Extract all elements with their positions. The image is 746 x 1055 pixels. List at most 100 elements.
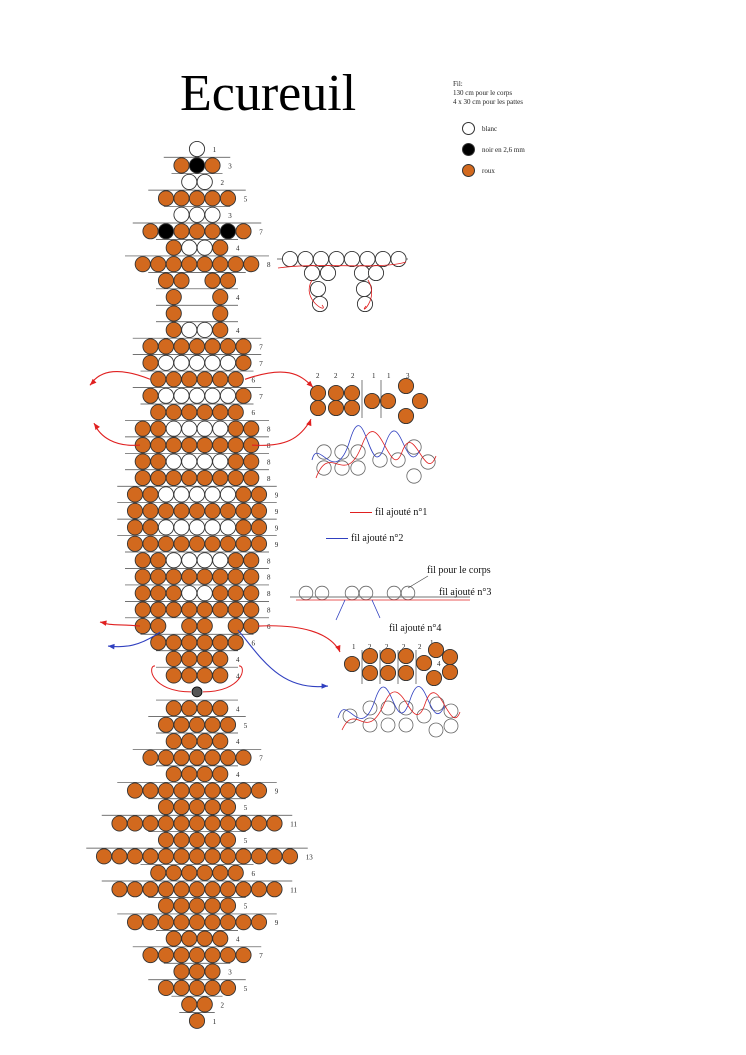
bead bbox=[227, 437, 244, 454]
bead bbox=[142, 519, 159, 536]
bead bbox=[173, 963, 190, 980]
bead bbox=[219, 486, 237, 503]
bead bbox=[227, 404, 244, 421]
row-count: 6 bbox=[252, 870, 256, 878]
blue-wire-trace bbox=[335, 599, 381, 621]
bead bbox=[157, 848, 175, 865]
bead bbox=[142, 354, 159, 371]
bead bbox=[212, 469, 229, 487]
bead bbox=[204, 519, 221, 536]
bead bbox=[173, 272, 190, 289]
row-count: 4 bbox=[236, 656, 240, 664]
detail-count: 2 bbox=[351, 372, 355, 380]
bead bbox=[181, 634, 198, 651]
bead bbox=[219, 881, 237, 898]
detail-bead bbox=[355, 280, 373, 298]
bead bbox=[142, 502, 159, 519]
bead bbox=[181, 568, 198, 585]
detail-line bbox=[407, 575, 429, 589]
bead bbox=[196, 996, 213, 1013]
detail-bead bbox=[343, 250, 361, 268]
bead bbox=[196, 585, 213, 602]
bead bbox=[196, 650, 213, 668]
bead bbox=[196, 700, 213, 717]
red-wire-trace bbox=[308, 279, 373, 310]
bead bbox=[227, 371, 244, 388]
bead bbox=[219, 782, 237, 799]
bead bbox=[173, 486, 190, 503]
bead bbox=[235, 354, 252, 371]
bead bbox=[219, 815, 237, 832]
bead bbox=[165, 453, 182, 470]
detail-bead bbox=[379, 647, 397, 665]
bead bbox=[134, 552, 151, 569]
bead bbox=[219, 190, 237, 207]
bead bbox=[212, 404, 229, 421]
detail-outline-bead bbox=[316, 444, 332, 460]
bead bbox=[150, 864, 167, 881]
bead bbox=[157, 502, 175, 519]
bead bbox=[219, 519, 237, 536]
bead bbox=[235, 535, 252, 552]
detail-bead bbox=[309, 399, 327, 417]
bead bbox=[95, 848, 113, 865]
bead bbox=[188, 914, 206, 931]
wire2-swatch bbox=[326, 538, 348, 540]
detail-outline-bead bbox=[362, 700, 378, 716]
detail-outline-bead bbox=[428, 722, 444, 738]
bead bbox=[165, 700, 182, 717]
detail-outline-bead bbox=[380, 700, 396, 716]
bead bbox=[227, 469, 244, 487]
detail-bead bbox=[353, 264, 371, 282]
bead bbox=[165, 256, 182, 273]
page-title: Ecureuil bbox=[180, 65, 357, 122]
bead bbox=[173, 387, 190, 404]
detail-bead bbox=[309, 384, 327, 402]
bead bbox=[157, 354, 175, 371]
bead bbox=[188, 831, 206, 848]
detail-outline-bead bbox=[350, 444, 366, 460]
row-count: 8 bbox=[267, 590, 271, 598]
bead bbox=[196, 634, 213, 651]
bead bbox=[188, 535, 206, 552]
bead bbox=[188, 749, 206, 766]
bead bbox=[250, 486, 268, 503]
row-count: 6 bbox=[267, 623, 271, 631]
bead bbox=[165, 239, 182, 256]
detail-bead bbox=[303, 264, 321, 282]
blue-wire-arrow bbox=[237, 629, 329, 688]
bead bbox=[188, 963, 206, 980]
detail-bead bbox=[397, 377, 415, 395]
arrowhead bbox=[335, 645, 341, 653]
bead bbox=[204, 914, 221, 931]
bead bbox=[243, 469, 260, 487]
bead bbox=[126, 502, 144, 519]
bead bbox=[219, 354, 237, 371]
bead bbox=[173, 979, 190, 997]
wire2-text: fil ajouté n°2 bbox=[351, 533, 404, 544]
detail-bead bbox=[361, 647, 379, 665]
bead bbox=[219, 535, 237, 552]
bead bbox=[165, 288, 182, 306]
bead bbox=[188, 1012, 206, 1029]
detail-count: 3 bbox=[406, 372, 410, 380]
bead bbox=[181, 420, 198, 437]
bead bbox=[212, 930, 229, 947]
bead bbox=[243, 453, 260, 470]
wire-body-length: 130 cm pour le corps bbox=[453, 89, 513, 97]
bead bbox=[243, 568, 260, 585]
bead bbox=[157, 881, 175, 898]
bead bbox=[212, 288, 229, 306]
bead bbox=[204, 502, 221, 519]
row-count: 7 bbox=[259, 755, 263, 763]
legend-black: noir en 2,6 mm bbox=[462, 143, 525, 156]
detail-bead bbox=[319, 264, 337, 282]
bead bbox=[219, 338, 237, 355]
bead bbox=[126, 848, 144, 865]
bead bbox=[227, 420, 244, 437]
row-count: 7 bbox=[259, 952, 263, 960]
detail-outline-bead bbox=[316, 460, 332, 476]
bead bbox=[204, 535, 221, 552]
bead bbox=[142, 535, 159, 552]
bead bbox=[157, 535, 175, 552]
